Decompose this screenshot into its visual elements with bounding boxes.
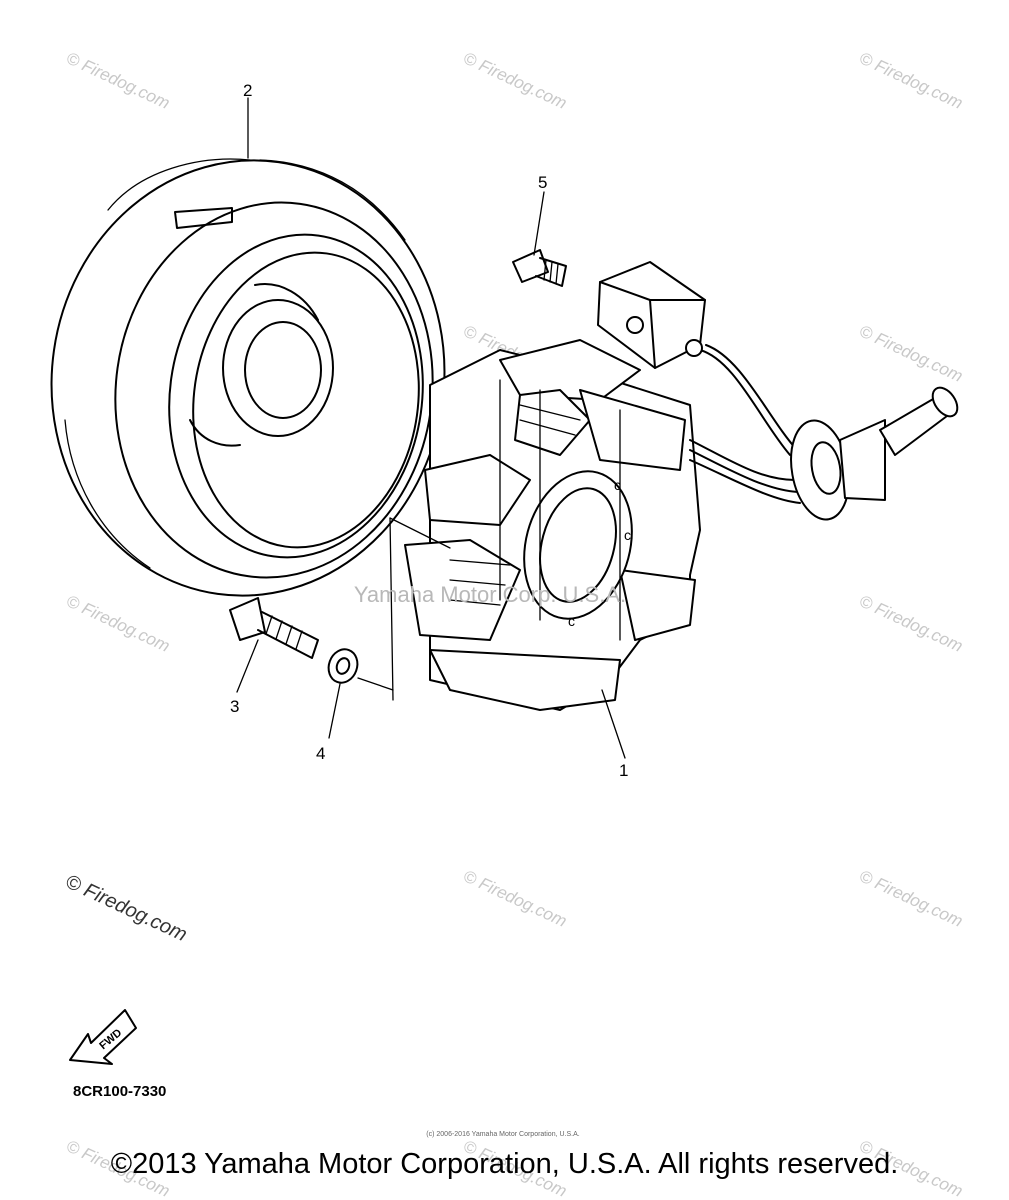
part-code: 8CR100-7330 <box>73 1083 166 1100</box>
copyright-notice: ©2013 Yamaha Motor Corporation, U.S.A. A… <box>110 1148 899 1180</box>
svg-text:© Firedog.com: © Firedog.com <box>460 48 569 112</box>
screw-part-5-drawing <box>512 249 567 287</box>
svg-text:© Firedog.com: © Firedog.com <box>856 866 965 930</box>
svg-text:c: c <box>624 527 631 543</box>
svg-text:© Firedog.com: © Firedog.com <box>856 591 965 655</box>
corner-watermark: © Firedog.com <box>62 871 190 946</box>
svg-text:© Firedog.com: © Firedog.com <box>63 48 172 112</box>
svg-text:© Firedog.com: © Firedog.com <box>856 48 965 112</box>
callout-labels: 1 2 3 4 5 <box>230 81 628 780</box>
svg-text:© Firedog.com: © Firedog.com <box>856 321 965 385</box>
callout-2: 2 <box>243 81 252 100</box>
callout-1: 1 <box>619 761 628 780</box>
svg-text:c: c <box>614 477 621 493</box>
svg-text:c: c <box>568 613 575 629</box>
leader-lines <box>236 97 626 759</box>
svg-text:© Firedog.com: © Firedog.com <box>63 591 172 655</box>
screw-part-3-drawing <box>229 597 319 659</box>
callout-5: 5 <box>538 173 547 192</box>
center-watermark: Yamaha Motor Corp. U.S.A. <box>354 582 626 607</box>
svg-text:© Firedog.com: © Firedog.com <box>460 866 569 930</box>
callout-3: 3 <box>230 697 239 716</box>
stator-assembly-drawing: c c c <box>404 261 959 711</box>
small-copyright: (c) 2006-2016 Yamaha Motor Corporation, … <box>426 1131 579 1138</box>
callout-4: 4 <box>316 744 325 763</box>
washer-part-4-drawing <box>327 648 359 684</box>
fwd-arrow-icon: FWD <box>69 1009 137 1065</box>
